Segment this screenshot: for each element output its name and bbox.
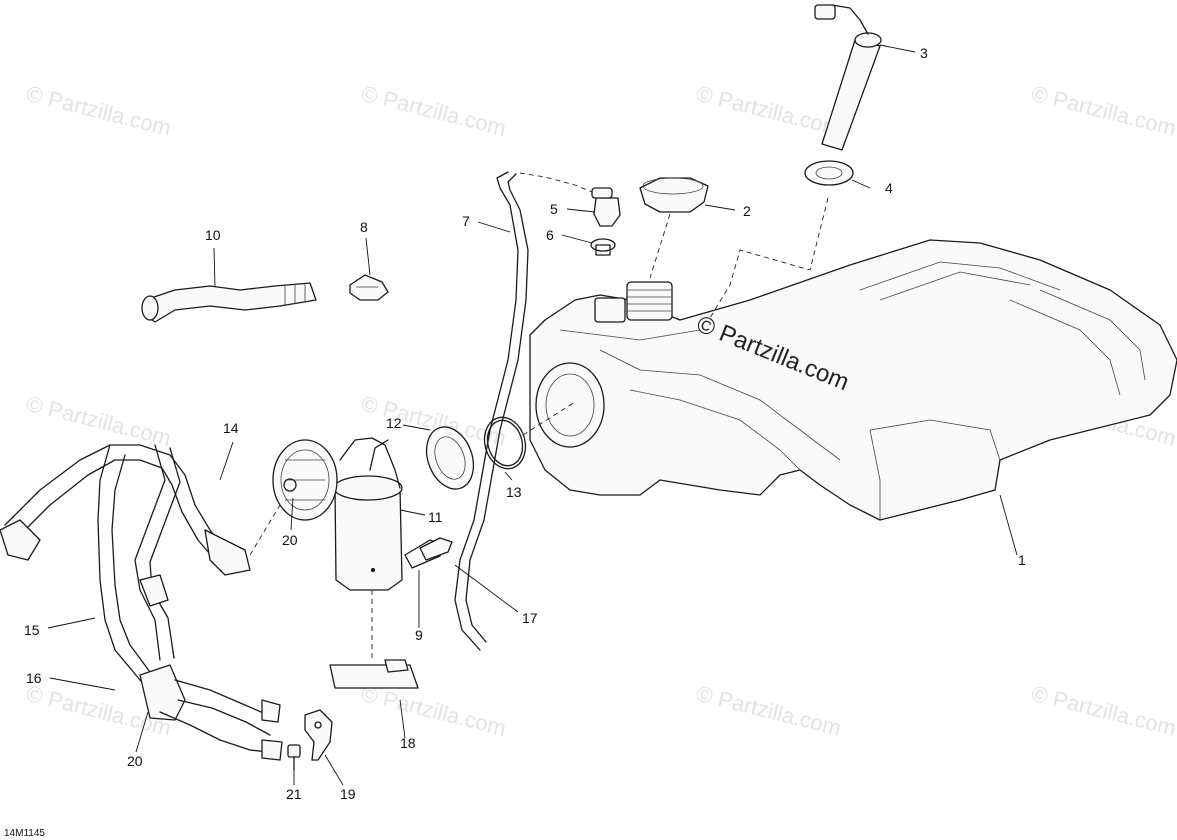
hose-clamp [349, 274, 389, 301]
callout-11: 11 [428, 509, 443, 525]
fuel-cap [639, 177, 709, 279]
fitting-17 [419, 537, 453, 561]
vent-tube [814, 4, 882, 151]
callout-2: 2 [743, 203, 751, 219]
callout-1: 1 [1018, 552, 1026, 568]
callout-17: 17 [522, 610, 538, 626]
callout-6: 6 [546, 227, 554, 243]
watermark-text: © Partzilla.com [359, 681, 509, 741]
callout-10: 10 [205, 227, 221, 243]
callout-12: 12 [386, 415, 402, 431]
watermark-text: © Partzilla.com [24, 81, 174, 141]
callout-3: 3 [920, 45, 928, 61]
manifold-hoses [139, 664, 283, 761]
callout-16: 16 [26, 670, 42, 686]
callout-14: 14 [223, 420, 239, 436]
callout-18: 18 [400, 735, 416, 751]
long-vent-hose [454, 171, 529, 651]
callout-4: 4 [885, 180, 893, 196]
watermark-text: © Partzilla.com [24, 391, 174, 451]
callout-8: 8 [360, 219, 368, 235]
grommet [709, 160, 854, 319]
filter-sock [329, 590, 419, 689]
valve-and-seal [519, 172, 621, 256]
watermark-text: © Partzilla.com [1029, 681, 1177, 741]
bracket [304, 709, 333, 761]
callout-labels: 1 2 3 4 5 6 7 8 9 10 11 12 13 14 15 16 1… [24, 45, 1026, 802]
callout-19: 19 [340, 786, 356, 802]
pump-flange [249, 439, 338, 556]
watermark-text: © Partzilla.com [694, 81, 844, 141]
watermark-text: © Partzilla.com [694, 681, 844, 741]
callout-20-upper: 20 [282, 532, 298, 548]
lock-ring [425, 426, 475, 490]
hose-assembly [0, 444, 251, 701]
callout-9: 9 [415, 627, 423, 643]
callout-7: 7 [462, 213, 470, 229]
leader-lines [47, 44, 1018, 786]
o-ring [483, 401, 576, 470]
diagram-code: 14M1145 [4, 828, 45, 839]
hose-10 [141, 282, 317, 323]
callout-21: 21 [286, 786, 302, 802]
callout-20-lower: 20 [127, 753, 143, 769]
watermark-text: © Partzilla.com [359, 81, 509, 141]
callout-13: 13 [506, 484, 522, 500]
watermark-text: © Partzilla.com [1029, 81, 1177, 141]
fuel-tank [529, 239, 1177, 521]
callout-5: 5 [550, 201, 558, 217]
callout-15: 15 [24, 622, 40, 638]
bolt [287, 744, 301, 771]
